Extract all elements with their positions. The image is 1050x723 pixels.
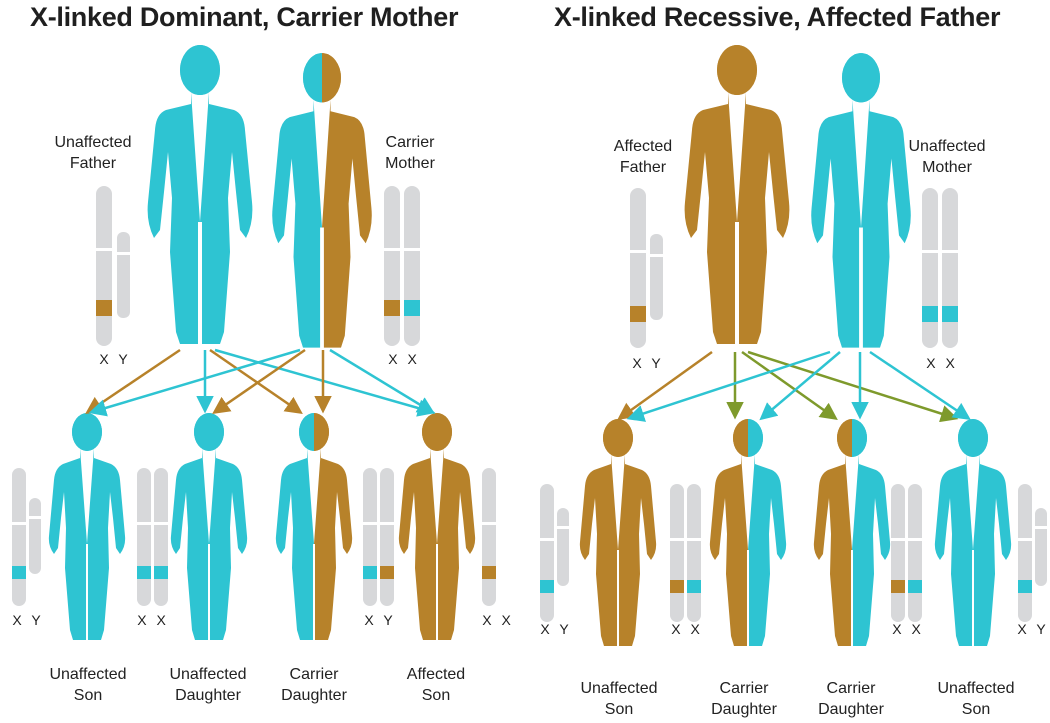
child-label: Carrier Daughter xyxy=(818,678,884,720)
child-label: Affected Son xyxy=(407,664,465,706)
unaffected-son-figure xyxy=(935,419,1011,646)
chromosome-label: X Y xyxy=(632,355,663,371)
label-line: Son xyxy=(580,699,657,720)
label-line: Daughter xyxy=(711,699,777,720)
chromosome-pair xyxy=(1018,484,1047,622)
label-line: Son xyxy=(407,685,465,706)
chromosome-label: X X xyxy=(926,355,958,371)
label-line: Daughter xyxy=(169,685,246,706)
unaffected-son-figure xyxy=(49,413,125,640)
chromosome-pair xyxy=(96,186,130,346)
parent-label: Carrier Mother xyxy=(385,132,435,174)
unaffected-mother-figure xyxy=(811,53,911,348)
chromosome-pair xyxy=(482,468,496,606)
parent-label: Unaffected Father xyxy=(54,132,131,174)
child-label: Unaffected Son xyxy=(49,664,126,706)
chromosome-label: X Y xyxy=(1017,621,1048,637)
child-label: Unaffected Son xyxy=(580,678,657,720)
label-line: Daughter xyxy=(281,685,347,706)
label-line: Father xyxy=(54,153,131,174)
carrier-daughter-figure xyxy=(814,419,890,646)
child-label: Unaffected Daughter xyxy=(169,664,246,706)
carrier-daughter-figure xyxy=(710,419,786,646)
label-line: Unaffected xyxy=(169,664,246,685)
chromosome-label: X Y xyxy=(364,612,395,628)
label-line: Carrier xyxy=(711,678,777,699)
label-line: Unaffected xyxy=(54,132,131,153)
inheritance-arrows-left xyxy=(88,350,432,412)
chromosome-label: X X xyxy=(892,621,924,637)
chromosome-pair xyxy=(891,484,922,622)
affected-son-figure xyxy=(399,413,475,640)
label-line: Unaffected xyxy=(937,678,1014,699)
chromosome-label: X Y xyxy=(99,351,130,367)
unaffected-son-figure xyxy=(580,419,656,646)
chromosome-pair xyxy=(922,188,958,348)
chromosome-pair xyxy=(12,468,41,606)
chromosome-pair xyxy=(384,186,420,346)
unaffected-father-figure xyxy=(148,45,253,344)
chromosome-pair xyxy=(540,484,569,622)
label-line: Unaffected xyxy=(49,664,126,685)
label-line: Affected xyxy=(614,136,672,157)
chromosome-pair xyxy=(630,188,663,348)
chromosome-pair xyxy=(670,484,701,622)
chromosome-label: X X xyxy=(388,351,420,367)
label-line: Carrier xyxy=(818,678,884,699)
carrier-daughter-figure xyxy=(276,413,352,640)
child-label: Carrier Daughter xyxy=(711,678,777,720)
label-line: Son xyxy=(937,699,1014,720)
parent-label: Affected Father xyxy=(614,136,672,178)
label-line: Mother xyxy=(908,157,985,178)
inheritance-arrows-right xyxy=(620,352,968,418)
label-line: Carrier xyxy=(385,132,435,153)
label-line: Daughter xyxy=(818,699,884,720)
chromosome-label: X Y xyxy=(540,621,571,637)
child-label: Unaffected Son xyxy=(937,678,1014,720)
child-label: Carrier Daughter xyxy=(281,664,347,706)
chromosome-label: X X xyxy=(671,621,703,637)
label-line: Carrier xyxy=(281,664,347,685)
unaffected-daughter-figure xyxy=(171,413,247,640)
parent-label: Unaffected Mother xyxy=(908,136,985,178)
affected-father-figure xyxy=(685,45,790,344)
label-line: Son xyxy=(49,685,126,706)
chromosome-label: X Y xyxy=(12,612,43,628)
chromosome-pair xyxy=(137,468,168,606)
chromosome-pair xyxy=(363,468,394,606)
chromosome-label: X X xyxy=(137,612,169,628)
label-line: Unaffected xyxy=(580,678,657,699)
label-line: Unaffected xyxy=(908,136,985,157)
carrier-mother-figure xyxy=(272,53,372,348)
label-line: Affected xyxy=(407,664,465,685)
chromosome-label: X X xyxy=(482,612,514,628)
label-line: Mother xyxy=(385,153,435,174)
label-line: Father xyxy=(614,157,672,178)
